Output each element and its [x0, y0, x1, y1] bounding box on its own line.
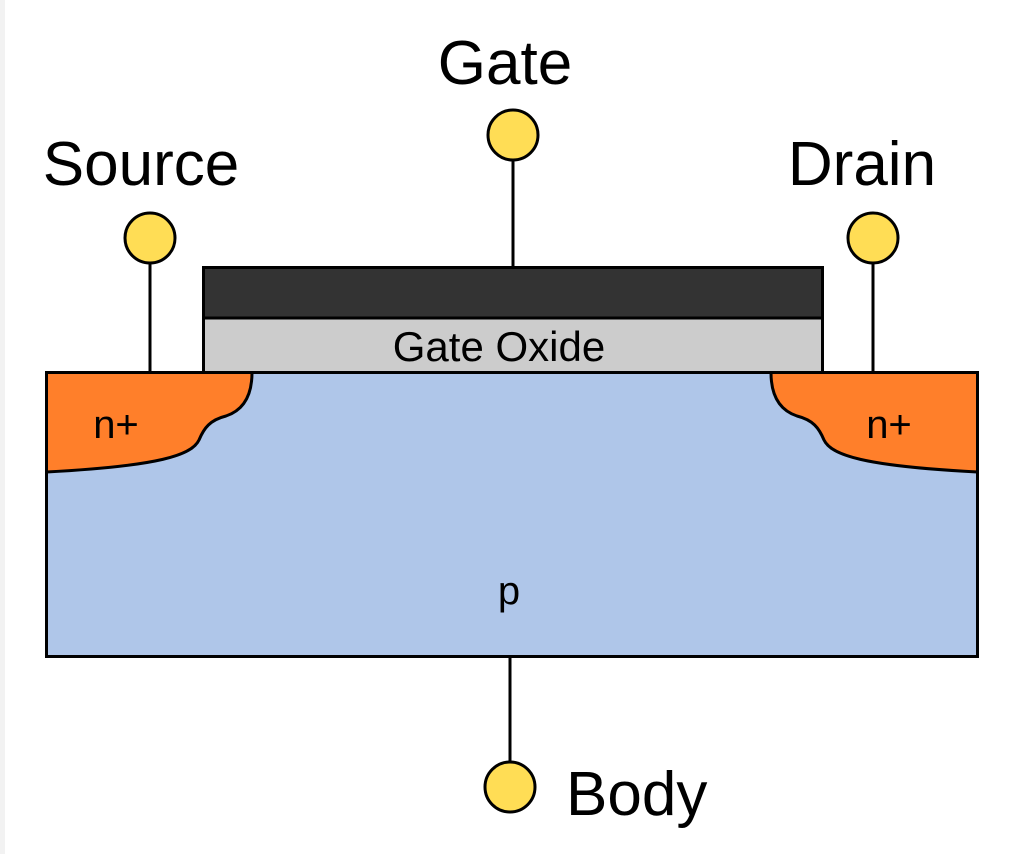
drain-n-plus-region: [769, 371, 979, 474]
substrate-label: p: [498, 569, 520, 613]
gate-oxide: [202, 316, 824, 374]
body-terminal: [483, 760, 537, 814]
drain-n-plus-label: n+: [866, 403, 912, 447]
source-label: Source: [43, 130, 239, 199]
drain-terminal: [846, 211, 900, 265]
source-n-plus-label: n+: [93, 403, 139, 447]
gate-terminal: [486, 108, 540, 162]
gate-oxide-label: Gate Oxide: [393, 323, 605, 370]
source-n-plus-region: [45, 371, 254, 474]
gate-metal: [202, 266, 824, 320]
gate-label: Gate: [438, 29, 572, 98]
body-label: Body: [566, 760, 707, 829]
source-terminal: [123, 211, 177, 265]
drain-label: Drain: [788, 130, 936, 199]
page-edge-strip: [0, 0, 5, 854]
